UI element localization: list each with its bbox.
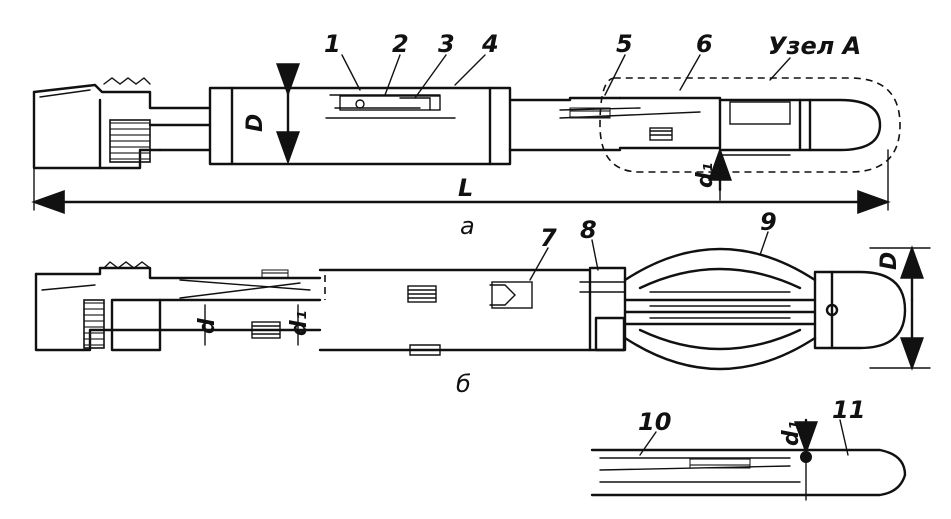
dimension-d1-label-a: d₁ [693, 163, 718, 188]
dimension-d-label-right: D [877, 252, 902, 270]
callout-labels: 1 2 3 4 5 6 7 8 9 10 11 [324, 30, 865, 436]
callout-1: 1 [324, 30, 341, 58]
node-a-outline [599, 77, 901, 173]
view-b-left-connector [34, 261, 322, 352]
view-b-central-body [204, 268, 592, 356]
callout-8: 8 [580, 216, 597, 244]
dimension-d-label: D [243, 114, 268, 132]
callout-2: 2 [392, 30, 409, 58]
view-b-neck [579, 266, 627, 352]
callout-9: 9 [760, 208, 777, 236]
view-a-left-connector [32, 77, 212, 170]
figure-labels: Узел А L D d₁ d d₁ D d₁ а б [195, 32, 902, 446]
node-a-label: Узел А [768, 32, 861, 60]
view-b-basket [623, 247, 817, 371]
callout-5: 5 [616, 30, 633, 58]
view-a-caption: а [460, 212, 475, 240]
callout-10: 10 [638, 408, 671, 436]
view-b [34, 245, 931, 371]
detail-view [590, 418, 907, 501]
view-a-central-cylinder [208, 63, 512, 166]
view-b-caption: б [456, 370, 471, 398]
callout-4: 4 [481, 30, 499, 58]
view-a-right-tube [508, 96, 882, 201]
callout-7: 7 [540, 224, 557, 252]
leader-lines [341, 54, 849, 456]
callout-3: 3 [438, 30, 455, 58]
view-a [31, 63, 901, 214]
dimension-d-label-b: d [195, 318, 220, 334]
callout-11: 11 [832, 396, 865, 424]
dimension-l-line [31, 149, 891, 214]
callout-6: 6 [696, 30, 713, 58]
view-b-end-cap [813, 245, 931, 371]
dimension-d1-label-detail: d₁ [779, 421, 804, 446]
dimension-d1-label-b: d₁ [287, 311, 312, 336]
dimension-l-label: L [458, 174, 473, 202]
